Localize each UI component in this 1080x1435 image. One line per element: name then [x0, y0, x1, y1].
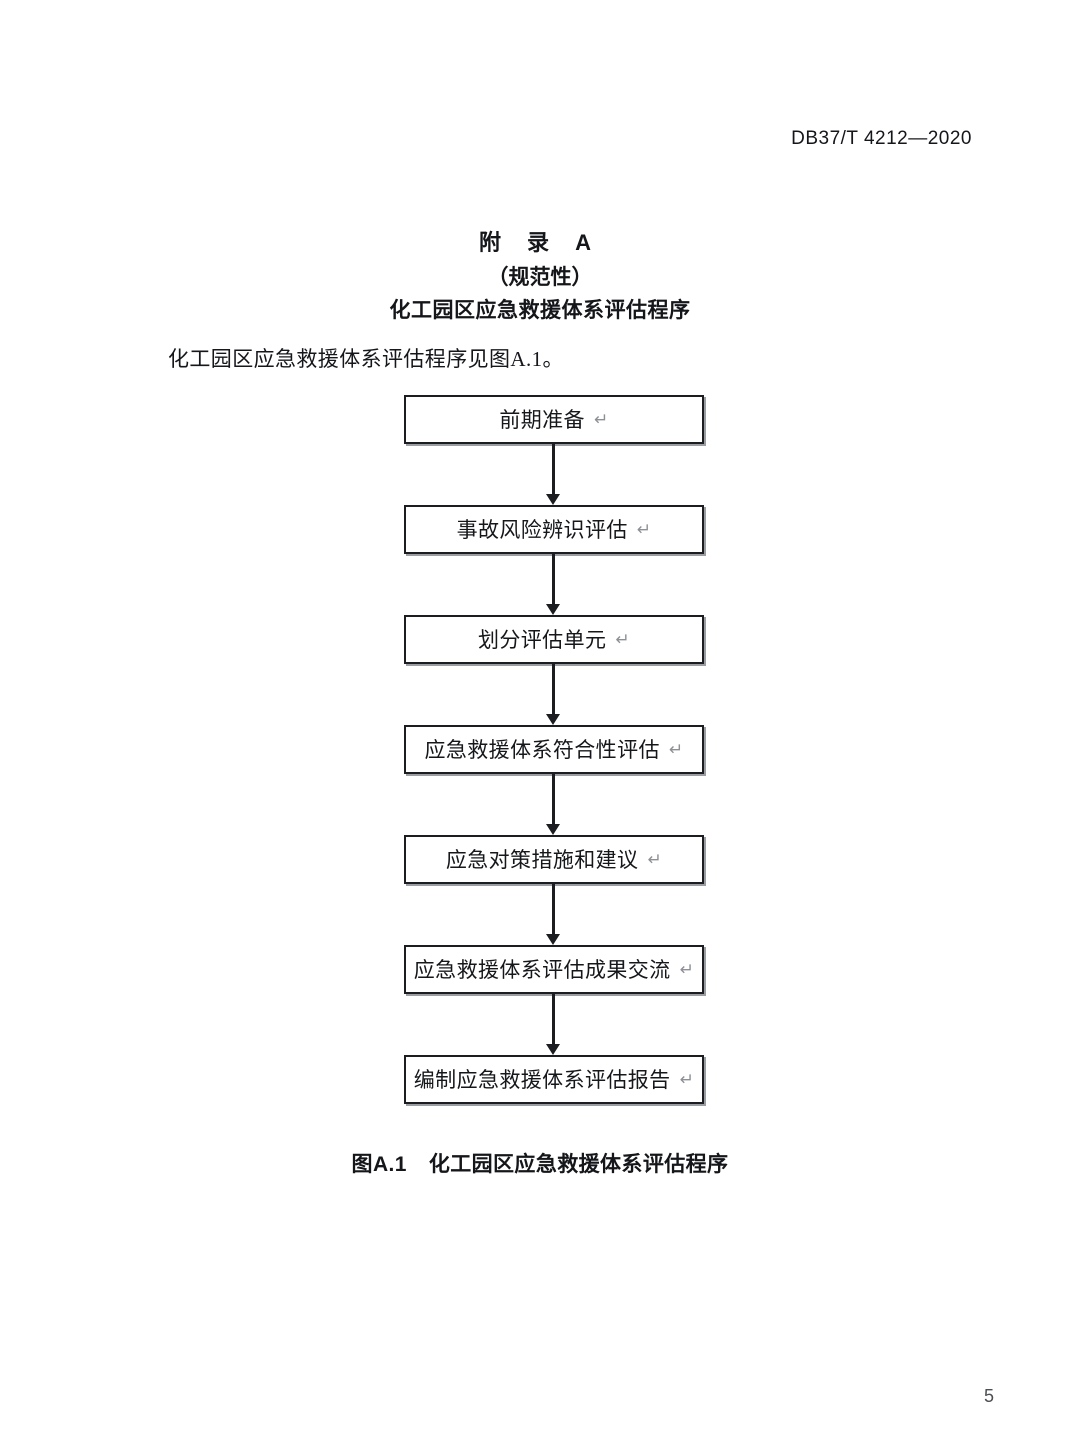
arrow-head-icon [546, 604, 560, 615]
intro-paragraph: 化工园区应急救援体系评估程序见图A.1。 [168, 347, 564, 371]
figure-caption-number: 图A.1 [351, 1153, 407, 1176]
arrow-shaft [552, 444, 555, 496]
annex-title-block: 附 录 A （规范性） 化工园区应急救援体系评估程序 [0, 230, 1080, 322]
flow-arrow [404, 774, 704, 835]
flow-node-label: 事故风险辨识评估↵ [456, 518, 652, 542]
arrow-shaft [552, 994, 555, 1046]
flow-node-label: 划分评估单元↵ [477, 628, 631, 652]
standard-number-header: DB37/T 4212—2020 [791, 128, 972, 149]
return-mark-icon: ↵ [679, 959, 695, 979]
return-mark-icon: ↵ [647, 849, 663, 869]
arrow-head-icon [546, 494, 560, 505]
flow-node: 划分评估单元↵ [404, 615, 704, 664]
return-mark-icon: ↵ [679, 1069, 695, 1089]
return-mark-icon: ↵ [636, 519, 652, 539]
flow-arrow [404, 444, 704, 505]
arrow-shaft [552, 664, 555, 716]
arrow-head-icon [546, 1044, 560, 1055]
return-mark-icon: ↵ [593, 409, 609, 429]
flow-arrow [404, 994, 704, 1055]
flow-node: 应急对策措施和建议↵ [404, 835, 704, 884]
annex-label: 附 录 A [478, 230, 602, 255]
flowchart: 前期准备↵ 事故风险辨识评估↵ 划分评估单元↵ 应急救援体系符合性评估↵ [404, 395, 704, 1104]
flow-node: 应急救援体系评估成果交流↵ [404, 945, 704, 994]
flow-node-label: 应急对策措施和建议↵ [445, 848, 663, 872]
flow-node: 编制应急救援体系评估报告↵ [404, 1055, 704, 1104]
arrow-shaft [552, 554, 555, 606]
page-number: 5 [983, 1386, 994, 1406]
flow-arrow [404, 554, 704, 615]
flow-node-label: 编制应急救援体系评估报告↵ [413, 1068, 695, 1092]
flow-node: 前期准备↵ [404, 395, 704, 444]
flow-node: 应急救援体系符合性评估↵ [404, 725, 704, 774]
flow-node: 事故风险辨识评估↵ [404, 505, 704, 554]
arrow-head-icon [546, 934, 560, 945]
arrow-head-icon [546, 824, 560, 835]
figure-caption-title: 化工园区应急救援体系评估程序 [428, 1153, 729, 1176]
arrow-shaft [552, 884, 555, 936]
flow-node-label: 前期准备↵ [499, 408, 609, 432]
flow-arrow [404, 664, 704, 725]
annex-name: 化工园区应急救援体系评估程序 [389, 299, 691, 322]
flow-node-label: 应急救援体系符合性评估↵ [424, 738, 684, 762]
return-mark-icon: ↵ [615, 629, 631, 649]
annex-kind: （规范性） [487, 266, 593, 289]
flow-arrow [404, 884, 704, 945]
return-mark-icon: ↵ [668, 739, 684, 759]
arrow-shaft [552, 774, 555, 826]
flow-node-label: 应急救援体系评估成果交流↵ [413, 958, 695, 982]
arrow-head-icon [546, 714, 560, 725]
figure-caption: 图A.1 化工园区应急救援体系评估程序 [0, 1148, 1080, 1178]
